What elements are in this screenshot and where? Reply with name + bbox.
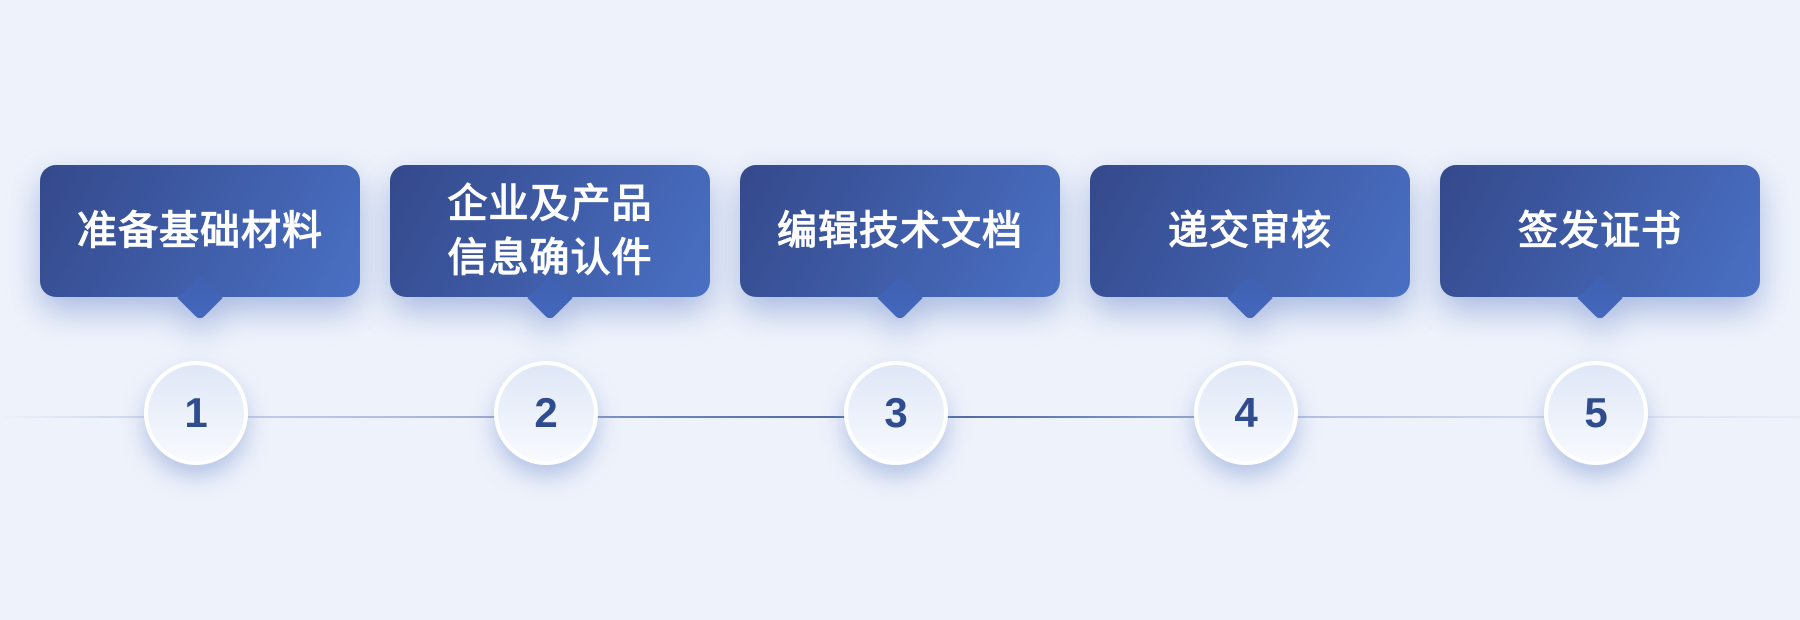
- step-number: 1: [184, 389, 208, 436]
- step-bubble-body: 编辑技术文档: [740, 165, 1060, 297]
- process-step-5: 签发证书 5: [1440, 0, 1760, 620]
- step-bubble: 企业及产品 信息确认件: [390, 0, 710, 330]
- step-bubble: 签发证书: [1440, 0, 1760, 330]
- step-label: 递交审核: [1168, 209, 1332, 253]
- process-step-1: 准备基础材料 1: [40, 0, 360, 620]
- step-number: 5: [1584, 389, 1608, 436]
- step-circle: 3: [844, 361, 948, 465]
- step-bubble-body: 递交审核: [1090, 165, 1410, 297]
- step-label: 准备基础材料: [77, 209, 323, 253]
- process-step-2: 企业及产品 信息确认件 2: [390, 0, 710, 620]
- step-number: 3: [884, 389, 908, 436]
- step-number: 4: [1234, 389, 1258, 436]
- step-circle: 4: [1194, 361, 1298, 465]
- step-number: 2: [534, 389, 558, 436]
- process-step-3: 编辑技术文档 3: [740, 0, 1060, 620]
- step-label: 编辑技术文档: [777, 209, 1023, 253]
- step-bubble: 递交审核: [1090, 0, 1410, 330]
- step-bubble: 编辑技术文档: [740, 0, 1060, 330]
- step-circle: 2: [494, 361, 598, 465]
- step-bubble: 准备基础材料: [40, 0, 360, 330]
- process-step-4: 递交审核 4: [1090, 0, 1410, 620]
- step-bubble-body: 签发证书: [1440, 165, 1760, 297]
- step-circle: 5: [1544, 361, 1648, 465]
- step-label: 签发证书: [1518, 209, 1682, 253]
- step-label: 企业及产品 信息确认件: [447, 182, 653, 280]
- step-bubble-body: 企业及产品 信息确认件: [390, 165, 710, 297]
- step-circle: 1: [144, 361, 248, 465]
- step-bubble-body: 准备基础材料: [40, 165, 360, 297]
